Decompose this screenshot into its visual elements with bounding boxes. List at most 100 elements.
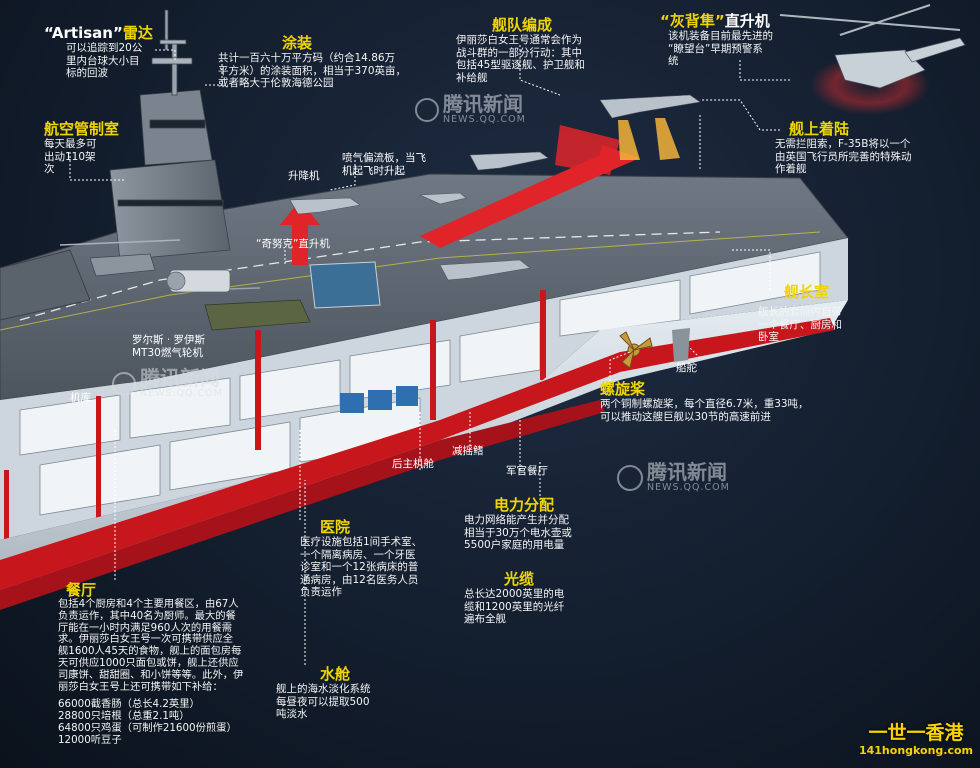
callout-dining: 餐厅 包括4个厨房和4个主要用餐区，由67人 负责运作，其中40名为厨师。最大的…	[58, 581, 283, 747]
watermark-right: 腾讯新闻 NEWS.QQ.COM	[617, 462, 730, 493]
callout-air-control: 航空管制室 每天最多可 出动110架 次	[44, 120, 144, 176]
callout-coating-line: 共计一百六十万平方码（约合14.86万	[218, 52, 396, 64]
callout-dining-line: 丽莎白女王号上还可携带如下补给：	[58, 680, 223, 693]
callout-hospital-line: 医疗设施包括1间手术室、	[300, 536, 423, 548]
site-badge-url: 141hongkong.com	[858, 744, 974, 757]
island-tower	[109, 9, 231, 261]
label-deflector-line: 机起飞时升起	[342, 164, 405, 177]
f35-jets	[289, 94, 701, 281]
watermark-middle: 腾讯新闻 NEWS.QQ.COM	[112, 368, 223, 399]
hull-bottom-red	[0, 400, 605, 610]
waterline-red-stripe	[0, 318, 835, 590]
callout-captain-line: 卧室	[758, 331, 779, 343]
callout-fleet-title: 舰队编成	[492, 16, 553, 34]
callout-landing: 舰上着陆 无需拦阻索，F-35B将以一个 由英国飞行员所完善的特殊动 作着舰	[775, 120, 975, 176]
callout-merlin: “灰背隼”直升机 该机装备目前最先进的 “瞭望台”早期预警系 统	[660, 12, 820, 68]
callout-hospital-line: 一个隔离病房、一个牙医	[300, 548, 416, 561]
callout-water: 水舱 舰上的海水淡化系统 每昼夜可以提取500 吨淡水	[276, 665, 426, 721]
callout-hospital-title: 医院	[320, 518, 351, 536]
callout-merlin-line: “瞭望台”早期预警系	[668, 42, 763, 55]
callout-hospital-line: 诊室和一个12张病床的普	[300, 561, 419, 573]
callout-landing-line: 由英国飞行员所完善的特殊动	[775, 150, 912, 163]
callout-dining-line: 司康饼、甜甜圈、和小饼等等。此外，伊	[58, 668, 244, 681]
jet-exhaust	[618, 118, 680, 160]
label-mt30-line: MT30燃气轮机	[132, 346, 203, 359]
label-lift: 升降机	[288, 170, 320, 182]
callout-fleet-line: 包括45型驱逐舰、护卫舰和	[456, 59, 585, 71]
callout-dining-line: 舰1600人45天的食物，舰上的面包房每	[58, 645, 242, 658]
callout-coating-title: 涂装	[282, 34, 313, 52]
callout-radar-line: 里内台球大小目	[66, 54, 140, 67]
callout-dining-line: 28800只培根（总重2.1吨）	[58, 710, 190, 723]
label-deflector: 喷气偏流板，当飞 机起飞时升起	[342, 152, 426, 177]
watermark-logo-icon	[415, 97, 439, 122]
callout-fleet-line: 战斗群的一部分行动：其中	[456, 46, 582, 59]
label-mt30-line: 罗尔斯 · 罗伊斯	[132, 334, 206, 346]
callout-captain-line: 舰长的套间内自带	[758, 306, 842, 318]
rudder	[672, 328, 690, 362]
callout-power-line: 电力网络能产生并分配	[464, 514, 569, 526]
callout-propeller-line: 两个铜制螺旋桨，每个直径6.7米，重33吨，	[600, 398, 809, 410]
callout-merlin-title: 直升机	[724, 12, 770, 30]
watermark-top: 腾讯新闻 NEWS.QQ.COM	[415, 94, 526, 125]
callout-hospital-line: 通病房，由12名医务人员	[300, 573, 419, 586]
callout-air-control-line: 出动110架	[44, 150, 96, 163]
lift-arrow	[280, 200, 320, 265]
callout-power: 电力分配 电力网络能产生并分配 相当于30万个电水壶或 5500户家庭的用电量	[464, 496, 614, 552]
bow-sponson	[0, 249, 91, 321]
callout-water-line: 每昼夜可以提取500	[276, 695, 370, 708]
callout-merlin-line: 该机装备目前最先进的	[668, 30, 773, 42]
label-stabilizer: 减摇鳍	[452, 445, 484, 457]
label-mt30: 罗尔斯 · 罗伊斯 MT30燃气轮机	[132, 334, 205, 359]
callout-dining-line: 64800只鸡蛋（可制作21600份煎蛋）	[58, 721, 237, 734]
callout-fleet: 舰队编成 伊丽莎白女王号通常会作为 战斗群的一部分行动：其中 包括45型驱逐舰、…	[456, 16, 616, 84]
callout-air-control-line: 每天最多可	[44, 138, 97, 150]
callout-water-line: 吨淡水	[276, 708, 308, 720]
callout-dining-line: 12000听豆子	[58, 733, 122, 746]
callout-power-line: 5500户家庭的用电量	[464, 539, 565, 551]
label-deflector-line: 喷气偏流板，当飞	[342, 152, 426, 164]
callout-water-line: 舰上的海水淡化系统	[276, 683, 371, 695]
callout-radar-title-quoted: “Artisan”	[44, 24, 123, 42]
callout-coating: 涂装 共计一百六十万平方码（约合14.86万 平方米）的涂装面积，相当于370英…	[218, 34, 448, 90]
watermark-logo-icon	[112, 371, 136, 396]
callout-radar-line: 可以追踪到20公	[66, 42, 143, 54]
merlin-helicopter	[779, 4, 966, 89]
callout-coating-line: 或者略大于伦敦海德公园	[218, 77, 334, 89]
callout-radar-line: 标的回波	[66, 67, 108, 79]
callout-dining-line: 求。伊丽莎白女王号一次可携带供应全	[58, 633, 234, 646]
site-badge-name: 一世一香港	[868, 722, 964, 744]
callout-air-control-title: 航空管制室	[44, 120, 120, 138]
callout-captain-title: 舰长室	[784, 283, 830, 301]
callout-dining-line: 负责运作，其中40名为厨师。最大的餐	[58, 609, 236, 622]
label-wardroom: 军官餐厅	[506, 465, 548, 477]
callout-hospital-line: 负责运作	[300, 586, 342, 598]
watermark-logo-icon	[617, 464, 643, 491]
deck-helicopter	[59, 239, 181, 277]
callout-propeller: 螺旋桨 两个铜制螺旋桨，每个直径6.7米，重33吨， 可以推动这艘巨舰以30节的…	[600, 380, 870, 423]
callout-merlin-title-quoted: “灰背隼”	[660, 12, 725, 30]
callout-landing-title: 舰上着陆	[789, 120, 850, 138]
label-chinook: “奇努克”直升机	[256, 238, 330, 250]
callout-fleet-line: 补给舰	[456, 71, 488, 84]
callout-hospital: 医院 医疗设施包括1间手术室、 一个隔离病房、一个牙医 诊室和一个12张病床的普…	[300, 518, 450, 599]
callout-propeller-line: 可以推动这艘巨舰以30节的高速前进	[600, 410, 771, 423]
callout-merlin-line: 统	[668, 55, 679, 67]
deck-edge-line	[0, 231, 821, 331]
callout-radar-title: 雷达	[122, 24, 153, 42]
callout-radar: “Artisan”雷达 可以追踪到20公 里内台球大小目 标的回波	[44, 24, 194, 80]
callout-captain: 舰长室 舰长的套间内自带 一个餐厅、厨房和 卧室	[758, 283, 888, 344]
callout-dining-line: 包括4个厨房和4个主要用餐区，由67人	[58, 598, 239, 610]
callout-cable-line: 缆和1200英里的光纤	[464, 600, 565, 613]
callout-power-title: 电力分配	[494, 496, 555, 514]
callout-fleet-line: 伊丽莎白女王号通常会作为	[456, 34, 582, 46]
callout-dining-line: 厅能在一小时内满足960人次的用餐需	[58, 621, 233, 634]
label-aft-engine-room: 后主机舱	[392, 458, 434, 470]
callout-power-line: 相当于30万个电水壶或	[464, 526, 572, 539]
callout-dining-title: 餐厅	[66, 581, 97, 599]
callout-landing-line: 无需拦阻索，F-35B将以一个	[775, 138, 911, 150]
label-hangar: 机库	[70, 392, 91, 404]
callout-water-title: 水舱	[320, 665, 351, 683]
